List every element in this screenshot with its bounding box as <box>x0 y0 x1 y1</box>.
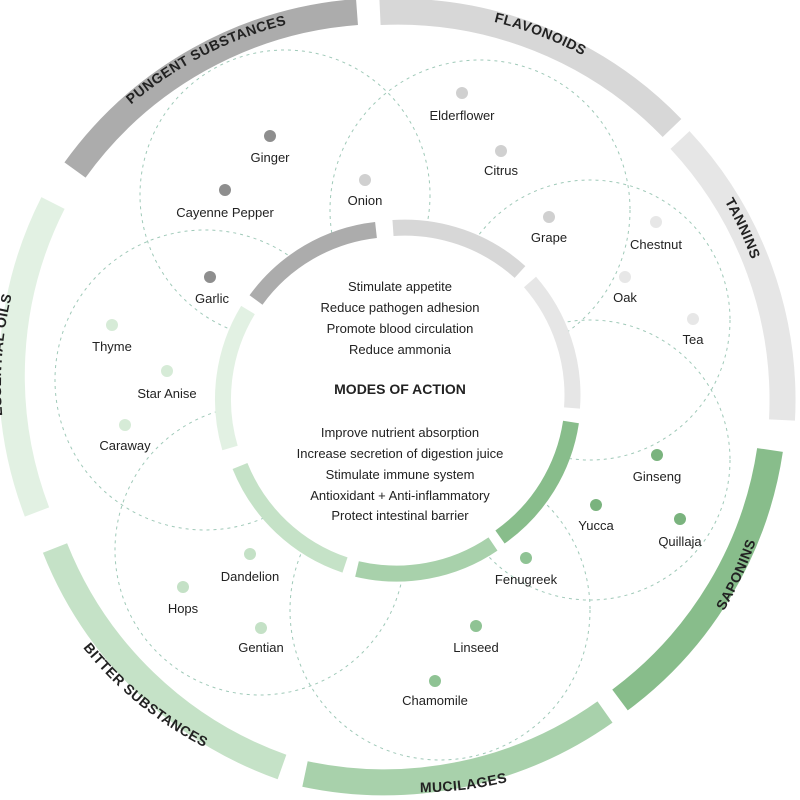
inner-arc-essential <box>214 305 255 451</box>
herb-dot <box>177 581 189 593</box>
herb-label: Oak <box>613 290 637 305</box>
category-label-bitter: BITTER SUBSTANCES <box>80 639 210 750</box>
herb-label: Citrus <box>484 163 518 178</box>
herb-label: Gentian <box>238 640 284 655</box>
herb-dot <box>590 499 602 511</box>
herb-label: Thyme <box>92 339 132 354</box>
herb-dot <box>520 552 532 564</box>
herb-label: Tea <box>683 332 705 347</box>
herb-dot <box>219 184 231 196</box>
dashed-circle-tannins <box>449 179 731 461</box>
inner-arc-bitter <box>232 462 348 573</box>
herbs: Ginger Cayenne Pepper Garlic Elderflower… <box>92 87 704 708</box>
herb-dot <box>429 675 441 687</box>
dashed-circle-pungent <box>139 49 431 341</box>
herb-dot <box>456 87 468 99</box>
dashed-circle-mucilages <box>289 459 591 761</box>
outer-arc-flavonoids <box>379 0 682 138</box>
herb-label: Chestnut <box>630 237 682 252</box>
effect-lower: Increase secretion of digestion juice <box>297 446 504 461</box>
effect-upper: Promote blood circulation <box>327 321 474 336</box>
herb-label: Dandelion <box>221 569 280 584</box>
herb-label: Garlic <box>195 291 229 306</box>
effect-lower: Improve nutrient absorption <box>321 425 479 440</box>
herb-label: Chamomile <box>402 693 468 708</box>
inner-arc-mucilages <box>355 537 498 582</box>
effect-upper: Stimulate appetite <box>348 279 452 294</box>
herb-label: Star Anise <box>137 386 196 401</box>
herb-label: Quillaja <box>658 534 702 549</box>
inner-arc-flavonoids <box>392 219 526 279</box>
herb-label: Cayenne Pepper <box>176 205 274 220</box>
herb-label: Elderflower <box>429 108 495 123</box>
herb-label: Ginger <box>250 150 290 165</box>
center-title: MODES OF ACTION <box>334 381 466 397</box>
center-panel: Stimulate appetite Reduce pathogen adhes… <box>297 279 504 523</box>
herb-dot <box>470 620 482 632</box>
herb-dot <box>359 174 371 186</box>
herb-label: Caraway <box>99 438 151 453</box>
effect-lower: Antioxidant + Anti-inflammatory <box>310 488 490 503</box>
herb-dot <box>204 271 216 283</box>
herb-dot <box>674 513 686 525</box>
effect-upper: Reduce pathogen adhesion <box>320 300 479 315</box>
outer-arc-essential <box>0 197 65 517</box>
outer-arc-pungent <box>64 0 358 178</box>
herb-label: Hops <box>168 601 199 616</box>
effect-lower: Protect intestinal barrier <box>331 508 469 523</box>
herb-dot <box>106 319 118 331</box>
dashed-circle-flavonoids <box>329 59 631 361</box>
herb-dot <box>651 449 663 461</box>
outer-arc-bitter <box>42 543 287 780</box>
herb-label: Linseed <box>453 640 499 655</box>
herb-dot <box>687 313 699 325</box>
herb-dot <box>119 419 131 431</box>
effect-upper: Reduce ammonia <box>349 342 452 357</box>
outer-arc-mucilages <box>302 701 613 796</box>
herb-dot <box>543 211 555 223</box>
herb-dot <box>619 271 631 283</box>
outer-arc-saponins <box>612 448 783 711</box>
outer-arc-tannins <box>670 131 796 421</box>
center-disc <box>220 220 580 580</box>
herb-label: Grape <box>531 230 567 245</box>
herb-label: Yucca <box>578 518 614 533</box>
effect-lower: Stimulate immune system <box>326 467 475 482</box>
inner-ring <box>214 219 581 582</box>
herb-dot <box>255 622 267 634</box>
herb-dot <box>161 365 173 377</box>
herb-label: Fenugreek <box>495 572 558 587</box>
inner-arc-tannins <box>523 276 581 409</box>
herb-label: Onion <box>348 193 383 208</box>
herb-dot <box>244 548 256 560</box>
herb-dot <box>650 216 662 228</box>
herb-dot <box>264 130 276 142</box>
herb-dot <box>495 145 507 157</box>
inner-arc-saponins <box>495 420 579 544</box>
herb-label: Ginseng <box>633 469 681 484</box>
inner-arc-pungent <box>249 222 377 305</box>
